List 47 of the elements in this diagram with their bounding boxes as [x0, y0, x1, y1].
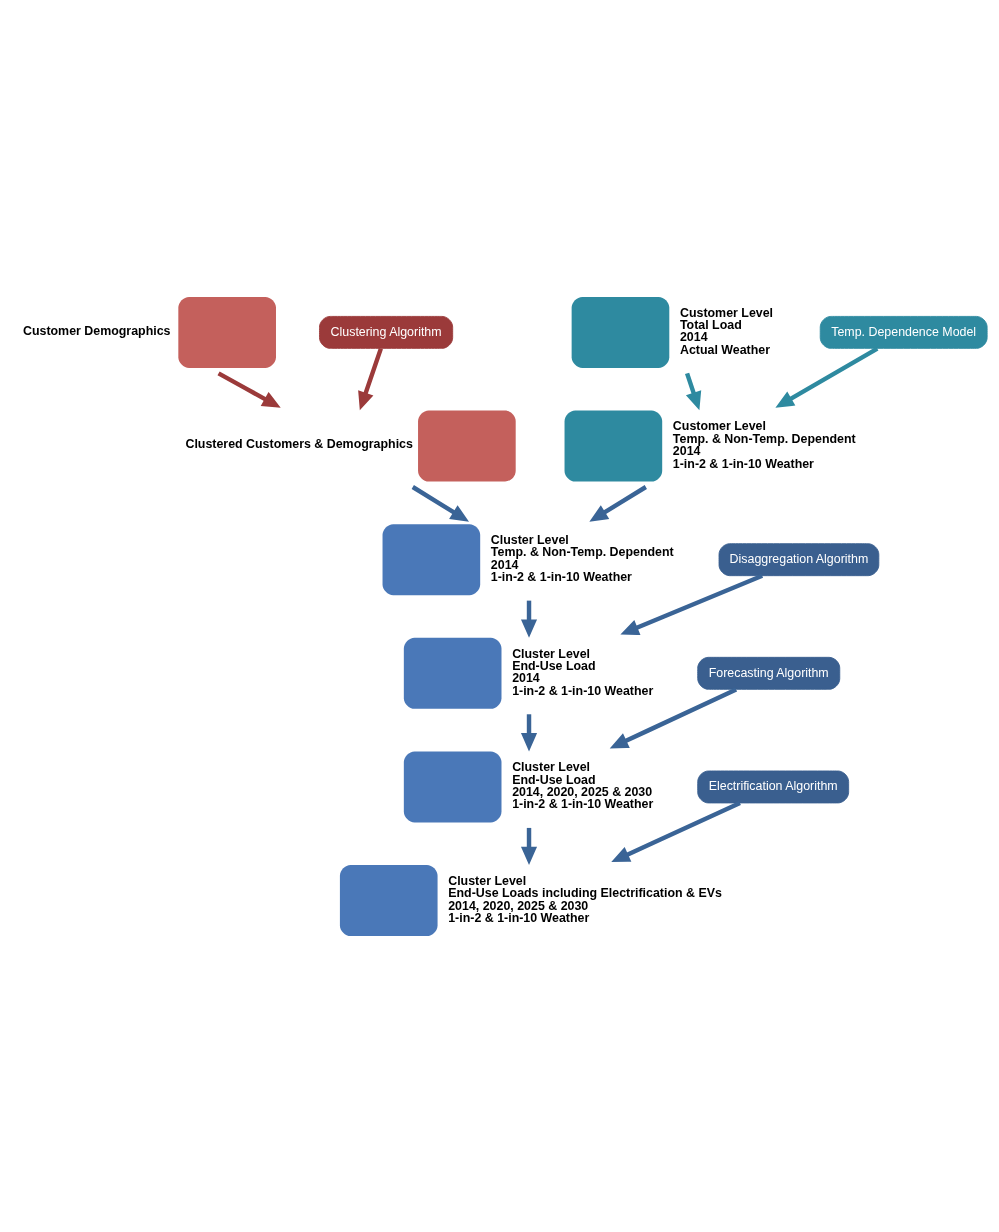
node-box [403, 637, 502, 709]
node-box: Clustering Algorithm [319, 315, 454, 349]
arrow [411, 484, 469, 522]
arrow [685, 372, 702, 410]
node-label: Customer Demographics [22, 323, 171, 338]
node-label: Cluster Level [490, 532, 569, 547]
arrow [520, 827, 538, 865]
node-label: Cluster Level [448, 873, 527, 888]
node-box [178, 296, 276, 368]
node-label: Actual Weather [679, 342, 771, 357]
arrow [217, 370, 281, 408]
arrow [589, 484, 647, 522]
node-label: 1-in-2 & 1-in-10 Weather [490, 569, 632, 584]
node-label: Clustered Customers & Demographics [185, 436, 413, 451]
node-box [382, 523, 481, 595]
arrow [520, 600, 538, 638]
arrow [611, 800, 741, 862]
node-label: Customer Level [679, 305, 774, 320]
node-label: 2014, 2020, 2025 & 2030 [448, 898, 589, 913]
node-label: End-Use Load [512, 658, 596, 673]
node-label: Cluster Level [512, 646, 591, 661]
node-label: 2014 [679, 329, 708, 344]
node-label: Cluster Level [512, 759, 591, 774]
node-box: Electrification Algorithm [697, 770, 850, 803]
node-label: Customer Level [672, 418, 766, 433]
node-label: Temp. & Non-Temp. Dependent [490, 544, 674, 559]
node-box: Disaggregation Algorithm [718, 542, 880, 576]
node-label: 2014 [512, 670, 540, 685]
node-label: Temp. & Non-Temp. Dependent [672, 431, 856, 446]
node-box: Temp. Dependence Model [819, 315, 988, 349]
node-box [403, 750, 502, 822]
arrow [620, 573, 764, 635]
node-box [564, 410, 663, 482]
node-box: Forecasting Algorithm [697, 656, 841, 690]
node-label: 1-in-2 & 1-in-10 Weather [512, 683, 654, 698]
node-label: Total Load [679, 317, 742, 332]
node-box [418, 410, 516, 482]
arrow [775, 346, 879, 408]
node-label: 2014, 2020, 2025 & 2030 [512, 784, 653, 799]
node-label: End-Use Loads including Electrification & EVs [448, 885, 722, 900]
arrow [520, 713, 538, 751]
arrow [609, 686, 738, 748]
node-box [571, 296, 670, 368]
node-label: End-Use Load [512, 772, 596, 787]
arrow [358, 347, 383, 410]
node-label: 1-in-2 & 1-in-10 Weather [672, 456, 814, 471]
node-box [339, 864, 438, 936]
